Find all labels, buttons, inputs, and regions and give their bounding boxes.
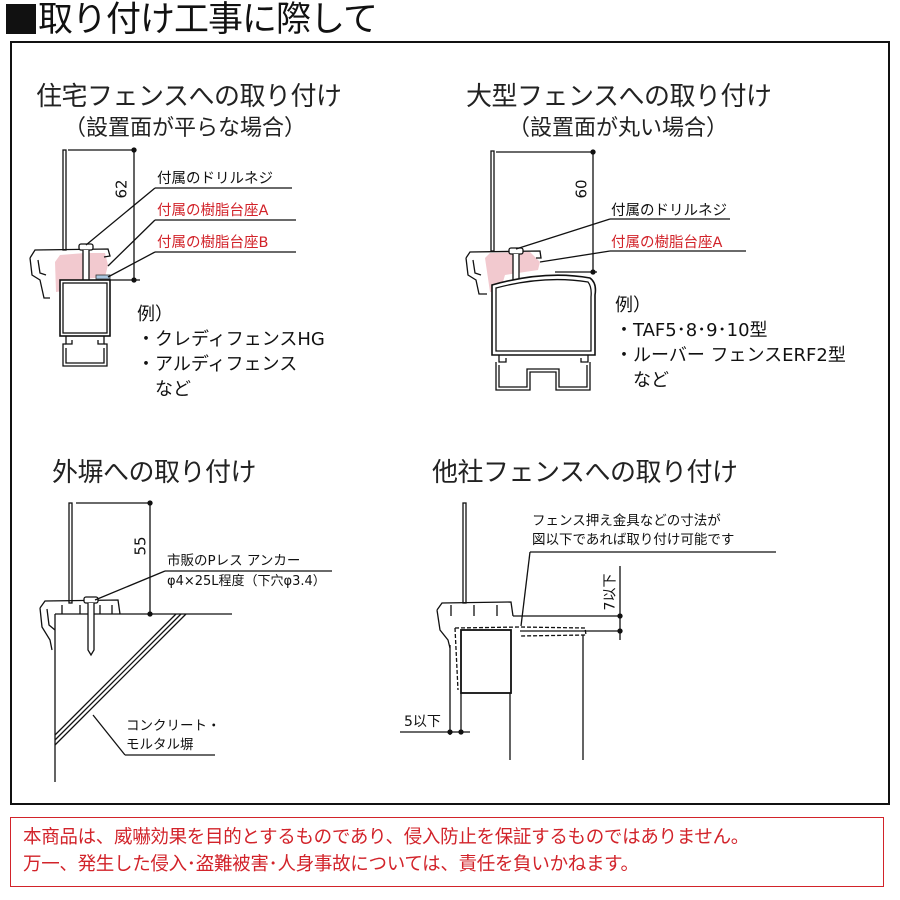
residential-examples: 例） ・クレディフェンスHG ・アルディフェンス など — [137, 304, 325, 400]
page-title: 取り付け工事に際して — [6, 0, 378, 42]
callout-drill-screw: 付属のドリルネジ — [611, 203, 727, 219]
anchor-spec: φ4×25L程度（下穴φ3.4） — [167, 574, 326, 589]
wall-drawing — [39, 500, 332, 782]
other-note-line2: 図以下であれば取り付け可能です — [532, 532, 735, 548]
callout-drill-screw: 付属のドリルネジ — [157, 171, 273, 187]
large-fence-drawing — [465, 149, 746, 391]
wall-material-label-2: モルタル塀 — [126, 737, 194, 753]
callout-resin-base-a: 付属の樹脂台座A — [157, 203, 269, 219]
notice-line1: 本商品は、威嚇効果を目的とするものであり、侵入防止を保証するものではありません。 — [23, 827, 749, 848]
example-item: ・TAF5･8･9･10型 — [615, 320, 768, 341]
wall-dimension: 55 — [131, 536, 150, 556]
large-heading: 大型フェンスへの取り付け — [466, 82, 772, 112]
wall-material-label: コンクリート・ — [126, 718, 221, 734]
other-fence-drawing — [400, 502, 776, 760]
example-item: ・アルディフェンス — [137, 354, 298, 375]
example-item: ・ルーバー フェンスERF2型 — [615, 345, 846, 366]
large-dimension: 60 — [572, 179, 591, 199]
square-bullet-icon — [6, 4, 36, 34]
callout-resin-base-b: 付属の樹脂台座B — [157, 235, 269, 251]
large-subheading: （設置面が丸い場合） — [508, 116, 729, 141]
residential-heading: 住宅フェンスへの取り付け — [36, 82, 342, 112]
other-note-line1: フェンス押え金具などの寸法が — [532, 513, 721, 529]
example-item: ・クレディフェンスHG — [137, 329, 325, 350]
notice-line2: 万一、発生した侵入･盗難被害･人身事故については、責任を負いかねます。 — [23, 854, 639, 875]
large-examples: 例） ・TAF5･8･9･10型 ・ルーバー フェンスERF2型 など — [615, 295, 846, 391]
residential-subheading: （設置面が平らな場合） — [64, 116, 307, 141]
other-heading: 他社フェンスへの取り付け — [432, 458, 738, 488]
dim-7-or-less: 7以下 — [602, 573, 619, 611]
callout-resin-base-a: 付属の樹脂台座A — [611, 235, 723, 251]
installation-frame — [10, 41, 890, 805]
residential-dimension: 62 — [112, 179, 131, 199]
disclaimer-notice: 本商品は、威嚇効果を目的とするものであり、侵入防止を保証するものではありません。… — [10, 817, 884, 887]
wall-heading: 外塀への取り付け — [52, 458, 257, 488]
residential-fence-drawing — [29, 147, 296, 367]
dim-5-or-less: 5以下 — [404, 714, 441, 730]
anchor-label: 市販のPレス アンカー — [167, 553, 301, 569]
